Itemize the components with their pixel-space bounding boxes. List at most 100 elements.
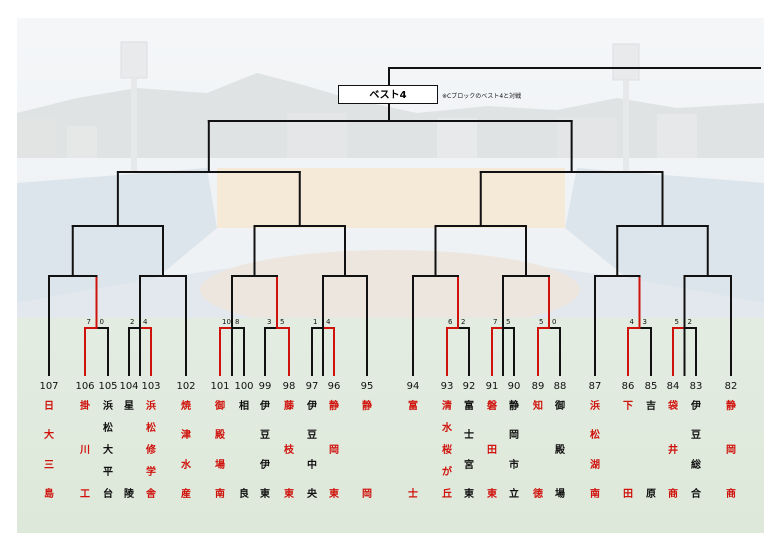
team-name-char: 岡	[726, 445, 736, 456]
team-name-char: 東	[329, 489, 339, 500]
score-left: 3	[267, 318, 272, 326]
team-name-char: 御	[555, 401, 565, 412]
team-number: 83	[689, 381, 703, 392]
team-name-char: 岡	[362, 489, 372, 500]
team-name-char: 津	[181, 430, 191, 442]
team-name-char: 工	[80, 489, 90, 500]
team-name-char: 学	[146, 467, 156, 478]
score-left: 2	[130, 318, 135, 326]
team-number: 82	[724, 381, 738, 392]
team-name-char: 総	[691, 459, 701, 471]
team-name-char: 商	[726, 489, 736, 500]
team-number: 95	[360, 381, 374, 392]
team-name-char: 田	[623, 489, 633, 500]
team-name-char: 枝	[284, 445, 294, 456]
team-number: 94	[406, 381, 420, 392]
team-name-char: 東	[464, 489, 474, 500]
team-name-char: 産	[181, 489, 191, 500]
team-name-char: 伊	[260, 401, 270, 412]
team-name-char: 士	[464, 430, 474, 442]
team-name-char: 御	[215, 401, 225, 412]
team-name-char: 南	[590, 489, 600, 500]
team-number: 93	[440, 381, 454, 392]
team-name-char: 清	[442, 401, 452, 412]
score-right: 2	[461, 318, 466, 326]
team-name-char: 豆	[307, 430, 317, 442]
score-right: 4	[143, 318, 148, 326]
team-name-char: 豆	[691, 430, 701, 442]
team-name-char: 大	[103, 445, 113, 456]
team-name-char: 静	[362, 401, 372, 412]
team-name-char: 陵	[124, 489, 134, 500]
team-name-char: 東	[487, 489, 497, 500]
team-number: 101	[210, 381, 230, 392]
team-name-char: 水	[442, 423, 452, 434]
team-name-char: 島	[44, 489, 54, 500]
team-name-char: 藤	[284, 401, 294, 412]
team-name-char: 場	[555, 489, 565, 500]
team-name-char: 富	[408, 401, 418, 412]
team-name-char: 浜	[146, 401, 156, 412]
team-number: 106	[75, 381, 95, 392]
team-name-char: 伊	[260, 459, 270, 471]
score-left: 6	[448, 318, 453, 326]
team-name-char: 川	[80, 445, 90, 456]
score-left: 1	[313, 318, 318, 326]
team-name-char: 東	[260, 489, 270, 500]
team-name-char: 静	[509, 401, 519, 412]
team-number: 99	[258, 381, 272, 392]
team-number: 89	[531, 381, 545, 392]
team-name-char: 水	[181, 459, 191, 471]
score-right: 0	[99, 318, 104, 326]
team-name-char: 松	[146, 423, 156, 434]
team-name-char: 士	[408, 489, 418, 500]
team-number: 98	[282, 381, 296, 392]
team-name-char: 修	[146, 445, 156, 456]
team-name-char: 豆	[260, 430, 270, 442]
team-number: 92	[462, 381, 476, 392]
score-left: 5	[674, 318, 679, 326]
score-left: 7	[493, 318, 498, 326]
team-name-char: 殿	[555, 445, 565, 456]
team-name-char: 浜	[103, 401, 113, 412]
team-name-char: 舎	[146, 489, 156, 500]
team-name-char: 宮	[464, 459, 474, 471]
team-name-char: 立	[509, 489, 519, 500]
team-number: 84	[666, 381, 680, 392]
team-name-char: 井	[668, 445, 678, 456]
team-number: 107	[39, 381, 59, 392]
team-number: 103	[141, 381, 161, 392]
score-right: 4	[326, 318, 331, 326]
score-right: 5	[280, 318, 285, 326]
score-left: 7	[86, 318, 91, 326]
team-name-char: 星	[124, 401, 134, 412]
team-name-char: 場	[215, 459, 225, 471]
score-left: 4	[629, 318, 634, 326]
team-name-char: 知	[533, 401, 543, 412]
team-name-char: 静	[726, 401, 736, 412]
team-number: 86	[621, 381, 635, 392]
score-left: 10	[222, 318, 231, 326]
team-name-char: 桜	[442, 445, 452, 456]
score-left: 5	[539, 318, 544, 326]
best4-note: ※Cブロックのベスト4と対戦	[442, 93, 522, 100]
team-name-char: 中	[307, 459, 317, 471]
team-name-char: 台	[103, 489, 113, 500]
team-name-char: 良	[239, 489, 249, 500]
team-name-char: 丘	[442, 489, 452, 500]
team-name-char: 伊	[691, 401, 701, 412]
team-name-char: 松	[103, 423, 113, 434]
team-name-char: 平	[103, 467, 113, 478]
team-name-char: 磐	[487, 401, 497, 412]
team-number: 105	[98, 381, 118, 392]
team-name-char: 袋	[668, 401, 678, 412]
team-name-char: 南	[215, 489, 225, 500]
team-name-char: 徳	[533, 489, 543, 500]
team-number: 96	[327, 381, 341, 392]
score-right: 8	[235, 318, 240, 326]
team-name-char: 静	[329, 401, 339, 412]
team-name-char: 央	[307, 489, 317, 500]
team-name-char: 相	[239, 401, 249, 412]
team-name-char: 大	[44, 430, 54, 442]
